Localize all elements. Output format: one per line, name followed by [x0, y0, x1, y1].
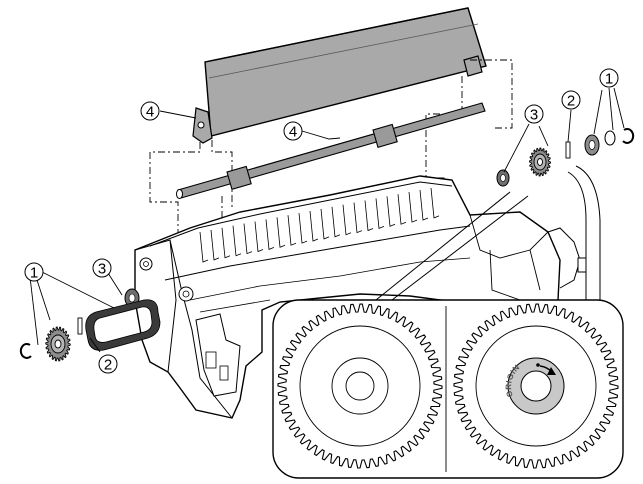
- frame-fin: [199, 231, 209, 263]
- callout-3-left: 3: [92, 258, 112, 278]
- right-e-ring: [622, 127, 635, 144]
- left-pin: [77, 317, 83, 335]
- svg-text:1: 1: [605, 71, 613, 88]
- right-side-parts: [496, 127, 635, 187]
- frame-fin: [353, 202, 363, 234]
- frame-fin: [287, 215, 297, 246]
- left-e-ring: [19, 342, 32, 359]
- detail-origin-mark: [536, 363, 540, 367]
- callout-1-right: 1: [599, 68, 619, 88]
- left-side-parts: [19, 288, 161, 362]
- callout-4-cover: 4: [140, 101, 160, 121]
- frame-outline: [134, 175, 561, 419]
- left-drive-belt: [85, 299, 161, 351]
- fuser-frame: [134, 175, 587, 419]
- callout-2-right: 2: [561, 90, 581, 110]
- callouts: 1 2 3 4 4 3 2 1: [24, 68, 619, 374]
- frame-right-section: [469, 214, 549, 301]
- frame-fin: [210, 229, 220, 261]
- callout-4-shaft: 4: [283, 121, 303, 141]
- frame-fin: [342, 204, 352, 236]
- frame-fins: [199, 187, 440, 263]
- shaft-left-end: [176, 189, 183, 199]
- heat-roller-shaft: [176, 102, 486, 199]
- svg-text:1: 1: [30, 265, 38, 282]
- upper-cover-top-edge: [204, 7, 469, 63]
- right-drive-gear: [529, 147, 551, 177]
- frame-inner-floor: [189, 257, 471, 313]
- detail-origin-bore: [520, 370, 552, 402]
- upper-cover: [192, 7, 487, 144]
- frame-fin: [386, 196, 396, 227]
- gear-detail-inset: ORIGIN: [272, 299, 624, 479]
- left-drive-gear: [45, 326, 71, 362]
- detail-gear-front: [277, 303, 443, 469]
- detail-pointer-lines: [375, 165, 601, 301]
- detail-gear-front-bore: [345, 371, 375, 401]
- frame-fin: [276, 217, 286, 248]
- frame-fin: [331, 206, 341, 238]
- frame-left-slot-2: [219, 365, 229, 381]
- frame-fin: [397, 194, 407, 225]
- upper-cover-left-hole: [197, 121, 205, 129]
- shaft-roller-right: [372, 123, 398, 148]
- frame-fin: [419, 189, 429, 221]
- upper-cover-fold-line: [208, 23, 479, 79]
- left-bearing-inner: [128, 293, 136, 303]
- right-bearing-inner: [500, 174, 506, 182]
- svg-text:4: 4: [289, 124, 297, 141]
- frame-fin: [265, 219, 275, 250]
- frame-fin: [243, 223, 253, 255]
- upper-cover-right-tab: [463, 55, 483, 77]
- frame-top-rail: [149, 181, 453, 247]
- left-gear-bore: [54, 339, 62, 349]
- frame-fin: [298, 213, 308, 244]
- frame-left-plate: [134, 239, 233, 419]
- svg-text:2: 2: [104, 357, 112, 374]
- frame-fin: [430, 187, 440, 219]
- detail-origin-arrowhead: [547, 367, 556, 375]
- right-pin: [565, 141, 571, 159]
- right-washer: [604, 130, 616, 146]
- svg-text:3: 3: [98, 261, 106, 278]
- frame-right-tab: [577, 257, 587, 273]
- callout-3-right: 3: [524, 104, 544, 124]
- frame-fin: [320, 208, 330, 240]
- frame-left-boss-inner: [143, 261, 149, 267]
- right-gear-bore: [537, 158, 543, 166]
- frame-fin: [254, 221, 264, 253]
- frame-left-slot-1: [205, 351, 217, 369]
- frame-fin: [309, 210, 319, 242]
- frame-right-connector: [547, 227, 581, 289]
- svg-text:4: 4: [146, 104, 154, 121]
- callout-2-left: 2: [98, 354, 118, 374]
- right-bushing-inner: [588, 140, 596, 150]
- leader-lines: [29, 87, 625, 353]
- frame-lower-rail: [164, 225, 471, 281]
- frame-fin: [221, 227, 231, 259]
- frame-fin: [408, 192, 418, 223]
- frame-fin: [232, 225, 242, 257]
- frame-fin: [375, 198, 385, 229]
- frame-left-bracket: [195, 313, 241, 397]
- frame-left-boss-2-inner: [182, 290, 190, 298]
- callout-1-left: 1: [24, 262, 44, 282]
- svg-text:2: 2: [567, 93, 575, 110]
- svg-text:3: 3: [530, 107, 538, 124]
- shaft-roller-left: [226, 165, 252, 190]
- frame-fin: [364, 200, 374, 232]
